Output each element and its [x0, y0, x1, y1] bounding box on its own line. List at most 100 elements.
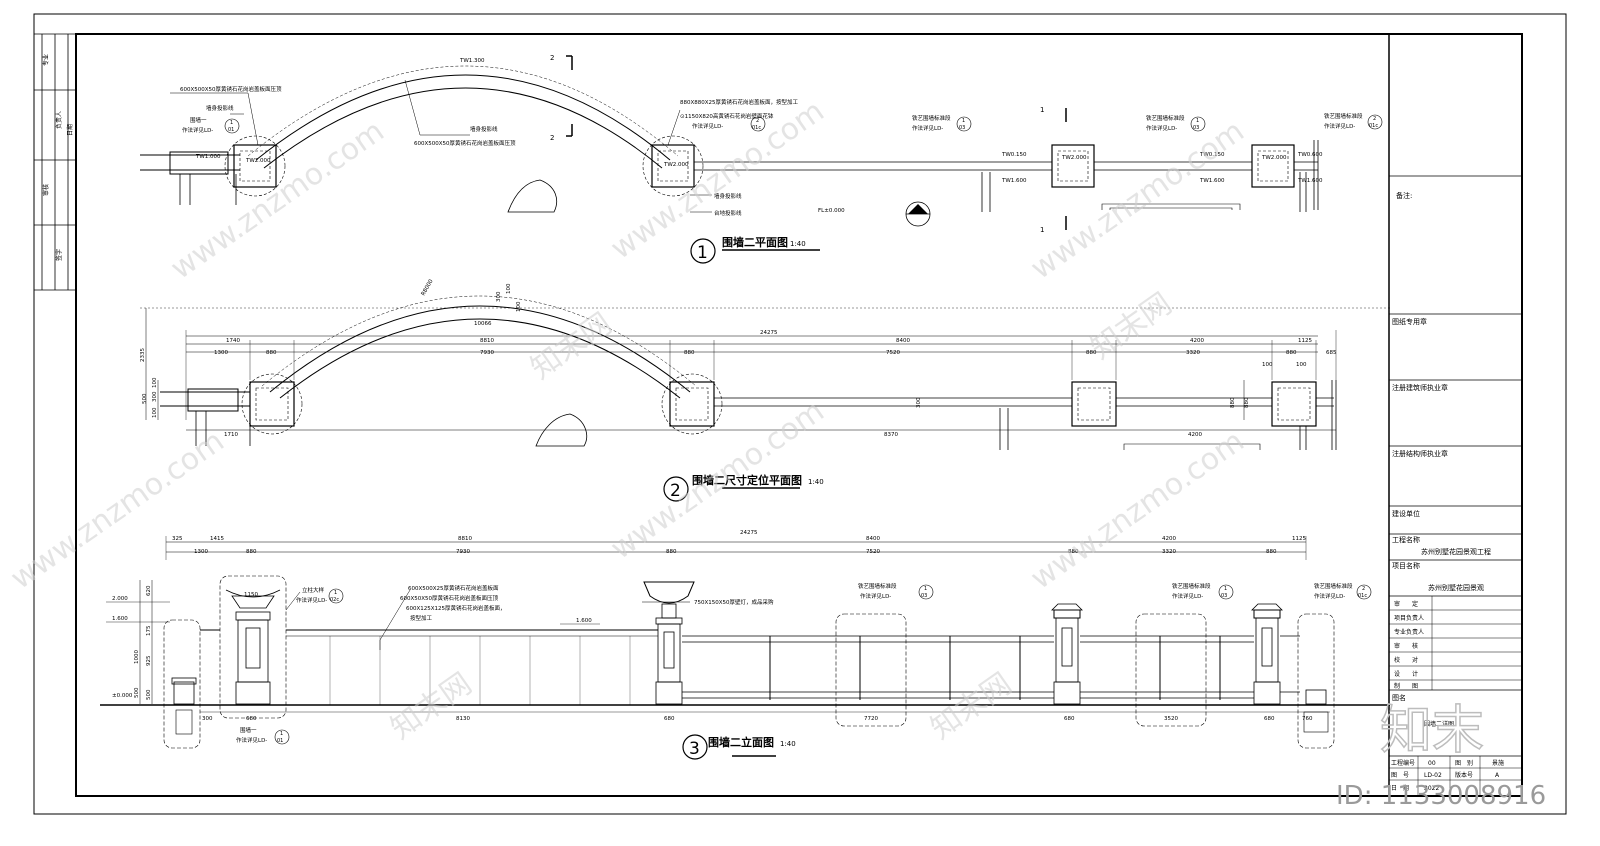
tb-role-5: 设 计	[1394, 670, 1418, 678]
e-v500: 500	[134, 687, 140, 698]
e-ped-sheet: 02c	[330, 597, 339, 603]
tb-r2c0: 图 号	[1391, 772, 1409, 779]
d2-r100b: 100	[1296, 362, 1307, 368]
e-v500b: 500	[146, 689, 152, 700]
d2-b6: 880	[1086, 350, 1097, 356]
sheet-outer-border	[33, 13, 1567, 815]
plan-ref-fence-a: 铁艺围墙标准段	[912, 114, 951, 122]
plan-tw1600-a: TW1.600	[1001, 178, 1027, 184]
d2-h-500: 500	[142, 393, 148, 404]
plan-ref-wall1-b: 作法详见LD-	[182, 126, 213, 134]
plan-tw-mid: TW2.000	[663, 162, 689, 168]
e-a1: 1415	[210, 536, 224, 542]
e-v620: 620	[146, 585, 152, 596]
e-ref-f1-sheet: 03	[921, 593, 927, 599]
e-ref-f1-a: 铁艺围墙标准段	[858, 582, 897, 590]
e-note-cap4: 按型加工	[410, 614, 433, 622]
plan-ref-fence2-sheet: 03	[1193, 125, 1199, 131]
view-2-labels: 24275 10066 1740 8810 8400 4200 1125 130…	[140, 278, 1337, 501]
e-bot-680a: 680	[246, 716, 257, 722]
view-3-elevation	[100, 536, 1390, 760]
d2-h-100b: 100	[152, 407, 158, 418]
tb-client: 建设单位	[1392, 509, 1420, 518]
e-lv2000: 2.000	[112, 596, 128, 602]
plan-sec-2a: 2	[550, 54, 554, 62]
tb-r3c0: 日 期	[1391, 784, 1409, 792]
strip-text-4: 日期	[66, 124, 74, 136]
watermark-site-5: www.znzmo.com	[1025, 424, 1251, 597]
e-ref-w1-a: 围墙一	[240, 726, 257, 734]
watermark-site-2: www.znzmo.com	[1025, 114, 1251, 287]
d2-fence-w: 880	[1230, 397, 1236, 408]
plan-sec-1a: 1	[1040, 106, 1044, 114]
plan-ref-fence3-a: 铁艺围墙标准段	[1324, 112, 1363, 120]
view3-number: 3	[689, 739, 700, 759]
plan-sec-1b: 1	[1040, 226, 1044, 234]
e-b5: 7520	[866, 549, 880, 555]
view1-scale: 1:40	[790, 240, 806, 248]
d2-b4: 880	[684, 350, 695, 356]
tb-remarks: 备注:	[1396, 191, 1412, 200]
e-bot-680b: 680	[664, 716, 675, 722]
plan-ref-fence-b: 作法详见LD-	[912, 124, 943, 132]
e-ref-f2-num: 1	[1224, 586, 1227, 592]
e-ref-f1-num: 1	[924, 586, 927, 592]
sheet-inner-border	[75, 33, 1523, 797]
plan-note-wall-proj: 墙身投影线	[206, 104, 234, 112]
e-total: 24275	[740, 530, 758, 536]
d2-arc-100: 100	[506, 283, 512, 294]
d2-c-left: 1710	[224, 432, 238, 438]
d2-a4: 4200	[1190, 338, 1204, 344]
plan-note-cap-mid: 600X500X50厚黄锈石花岗岩盖板面压顶	[414, 139, 516, 147]
plan-fl: FL±0.000	[818, 208, 845, 214]
strip-text-0: 专业	[42, 54, 50, 66]
tb-drawing-name: 围墙二详图	[1424, 720, 1454, 728]
tb-arch-stamp: 注册建筑师执业章	[1392, 383, 1448, 392]
tb-project-name: 苏州别墅花园景观工程	[1421, 547, 1491, 556]
e-a0: 325	[172, 536, 183, 542]
plan-tw-left-b: TW2.000	[245, 158, 271, 164]
e-lv1600: 1.600	[112, 616, 128, 622]
strip-text-1: 负责人	[55, 111, 63, 129]
view-2-dimension-plan	[140, 295, 1390, 502]
watermark-id: ID: 1133008916	[1336, 781, 1546, 811]
view2-scale: 1:40	[808, 478, 824, 486]
tb-project-label: 工程名称	[1392, 535, 1420, 544]
view3-title: 围墙二立面图	[708, 735, 774, 749]
tb-r2c2: 版本号	[1455, 771, 1473, 779]
e-b7: 3320	[1162, 549, 1176, 555]
plan-tw1600-b: TW1.600	[1199, 178, 1225, 184]
d2-r880: 880	[1244, 397, 1250, 408]
plan-sec-2b: 2	[550, 134, 554, 142]
tb-stamp: 图纸专用章	[1392, 317, 1427, 326]
e-ref-f3-sheet: 01c	[1358, 593, 1367, 599]
e-ref-f3-a: 铁艺围墙标准段	[1314, 582, 1353, 590]
e-note-cap2: 600X50X50厚黄锈石花岗岩盖板面压顶	[400, 594, 499, 602]
d2-arc-r: R8000	[421, 278, 435, 297]
e-bot-3520: 3520	[1164, 716, 1178, 722]
plan-top-elev: TW1.300	[459, 58, 485, 64]
tb-item-label: 项目名称	[1392, 561, 1420, 570]
view-1-labels: TW1.300 600X500X50厚黄锈石花岗岩盖板面压顶 墙身投影线 围墙一…	[180, 54, 1383, 263]
e-bot-300: 300	[202, 716, 213, 722]
view2-number: 2	[670, 481, 681, 501]
e-v1000: 1000	[134, 650, 140, 664]
d2-h-left: 2335	[140, 348, 146, 362]
watermark-cn-2: 知末网	[925, 666, 1019, 746]
plan-tw-left-a: TW1.000	[195, 154, 221, 160]
d2-c-mid: 8370	[884, 432, 898, 438]
plan-ref-fence3-sheet: 01c	[1369, 123, 1378, 129]
d2-b3: 7930	[480, 350, 494, 356]
tb-r1c1: 00	[1428, 760, 1436, 767]
plan-ref-fence3-num: 2	[1373, 116, 1376, 122]
e-note-lamp: 750X150X50厚壁灯，成品采购	[694, 598, 774, 606]
watermark-cn-4: 知末网	[1085, 286, 1179, 366]
d2-arc-100b: 100	[516, 301, 522, 312]
e-b8: 880	[1266, 549, 1277, 555]
e-v175: 175	[146, 625, 152, 636]
plan-tw1600-c: TW1.600	[1297, 178, 1323, 184]
plan-ref-wall1-a: 围墙一	[190, 116, 207, 124]
plan-note-pillar-cap: 880X880X25厚黄锈石花岗岩盖板面，按型加工	[680, 98, 799, 106]
tb-role-2: 专业负责人	[1394, 628, 1424, 636]
